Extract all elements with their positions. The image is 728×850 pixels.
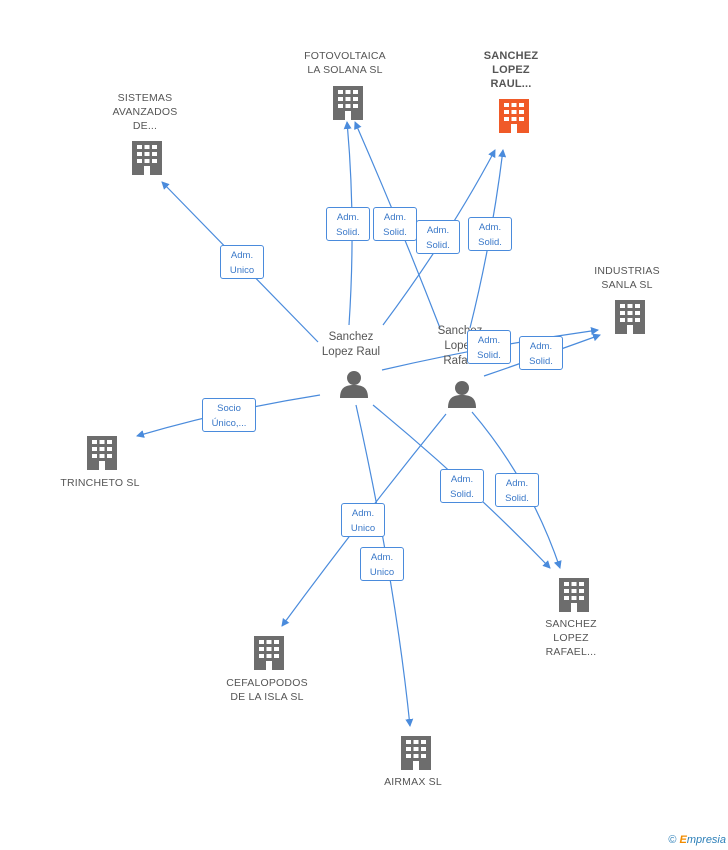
company-label-sistemas[interactable]: SISTEMAS AVANZADOS DE...	[112, 92, 178, 132]
relation-badge[interactable]: Adm.Solid.	[467, 330, 511, 364]
company-label-airmax[interactable]: AIRMAX SL	[384, 776, 442, 788]
building-icon-fotovoltaica[interactable]	[333, 86, 363, 120]
relation-badge[interactable]: Adm.Solid.	[495, 473, 539, 507]
building-icon-sistemas[interactable]	[132, 141, 162, 175]
copyright-symbol: ©	[668, 834, 677, 846]
company-label-cefalopodos[interactable]: CEFALOPODOS DE LA ISLA SL	[226, 677, 308, 703]
company-label-industrias[interactable]: INDUSTRIAS SANLA SL	[594, 265, 660, 291]
relation-badge[interactable]: Adm.Unico	[220, 245, 264, 279]
relation-badge[interactable]: Adm.Solid.	[519, 336, 563, 370]
empresia-logo: © Empresia	[668, 834, 726, 846]
person-icon-raul[interactable]	[340, 371, 368, 398]
relation-badge[interactable]: Adm.Solid.	[468, 217, 512, 251]
relation-badge[interactable]: Adm.Solid.	[373, 207, 417, 241]
logo-text: mpresia	[686, 834, 726, 846]
person-label-raul[interactable]: Sanchez Lopez Raul	[321, 331, 381, 358]
building-icon-sanchez-rafael-co[interactable]	[559, 578, 589, 612]
relation-badge[interactable]: Adm.Unico	[360, 547, 404, 581]
relation-badge[interactable]: Adm.Unico	[341, 503, 385, 537]
building-icon-cefalopodos[interactable]	[254, 636, 284, 670]
logo-letter: E	[679, 834, 687, 846]
building-icon-industrias[interactable]	[615, 300, 645, 334]
company-label-sanchez-rafael-co[interactable]: SANCHEZ LOPEZ RAFAEL...	[545, 618, 597, 658]
company-label-trincheto[interactable]: TRINCHETO SL	[60, 477, 140, 489]
relation-badge[interactable]: Adm.Solid.	[326, 207, 370, 241]
company-label-sanchez-raul-co[interactable]: SANCHEZ LOPEZ RAUL...	[483, 50, 539, 90]
building-icon-trincheto[interactable]	[87, 436, 117, 470]
relation-badge[interactable]: Adm.Solid.	[416, 220, 460, 254]
relation-badge[interactable]: Adm.Solid.	[440, 469, 484, 503]
building-icon-sanchez-raul-co[interactable]	[499, 99, 529, 133]
person-icon-rafael[interactable]	[448, 381, 476, 408]
building-icon-airmax[interactable]	[401, 736, 431, 770]
company-label-fotovoltaica[interactable]: FOTOVOLTAICA LA SOLANA SL	[304, 50, 386, 76]
